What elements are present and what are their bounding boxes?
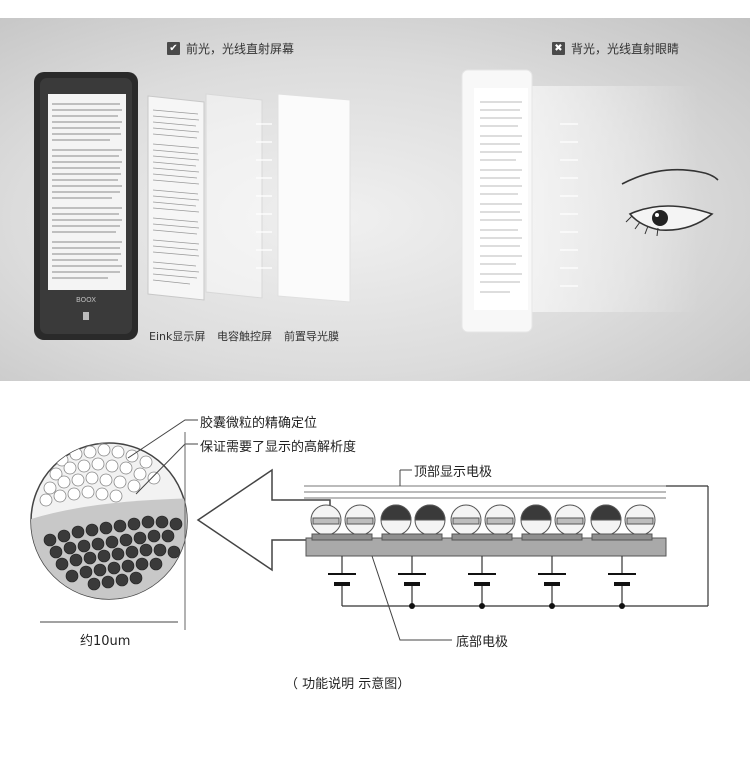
capsule-row — [310, 504, 656, 536]
front-light-arrows — [256, 123, 272, 269]
dark-particles — [43, 515, 183, 591]
bottom-electrode-label: 底部电极 — [456, 635, 509, 650]
bottom-electrode-leader — [371, 555, 452, 641]
bottom-electrode-pads — [311, 533, 653, 541]
top-illustration: BOOX — [34, 69, 719, 340]
capsule-magnified-circle — [30, 442, 188, 600]
label-touch: 电容触控屏 — [217, 330, 272, 343]
front-light-legend: ✔ 前光，光线直射屏幕 — [167, 40, 294, 57]
eink-layer — [147, 95, 205, 301]
label-eink: Eink显示屏 — [149, 330, 206, 343]
label-light-guide: 前置导光膜 — [284, 330, 339, 343]
cross-icon: ✖ — [552, 42, 565, 55]
device-brand: BOOX — [76, 296, 96, 304]
touch-layer — [205, 93, 263, 299]
capsule-label-precise: 胶囊微粒的精确定位 — [200, 416, 318, 431]
top-electrode — [304, 485, 666, 499]
ereader-device: BOOX — [34, 72, 138, 340]
junction-dots — [409, 603, 625, 609]
figure-caption: （ 功能说明 示意图） — [285, 677, 411, 692]
eye-icon — [621, 168, 719, 237]
light-guide-layer — [277, 93, 351, 303]
backlit-device — [461, 69, 700, 333]
back-light-legend: ✖ 背光，光线直射眼睛 — [552, 40, 679, 57]
battery-icons — [328, 573, 636, 586]
top-electrode-label: 顶部显示电极 — [414, 465, 493, 480]
back-light-arrows — [560, 123, 578, 287]
scale-label: 约10um — [80, 634, 131, 649]
bottom-electrode-bar — [305, 537, 667, 557]
front-light-text: 前光，光线直射屏幕 — [186, 42, 295, 56]
top-comparison-panel: BOOX — [0, 18, 750, 381]
circuit-wires — [341, 485, 709, 607]
check-icon: ✔ — [167, 42, 180, 55]
capsule-label-resolution: 保证需要了显示的高解析度 — [200, 440, 357, 455]
device-button — [83, 312, 89, 320]
back-light-text: 背光，光线直射眼睛 — [571, 42, 680, 56]
